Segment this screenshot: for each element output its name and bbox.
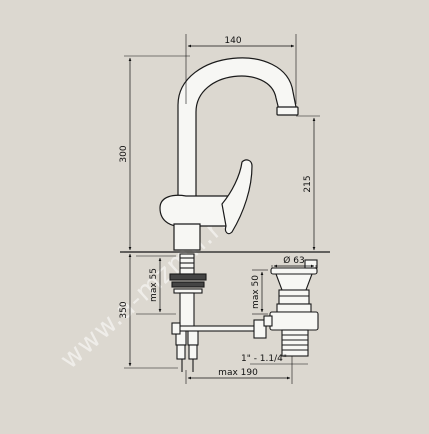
dimension-label-spout-reach: 140	[224, 36, 241, 46]
dimension-label-drain-diameter: Ø 63	[283, 255, 304, 266]
dimension-label-rod-max: max 190	[218, 368, 258, 378]
pop-up-rod	[171, 319, 267, 339]
watermark-text: www.a-mzmn.ru	[55, 203, 242, 375]
faucet-body	[159, 57, 299, 251]
dimension-label-shank-max: max 55	[149, 268, 159, 302]
dimension-label-spout-height: 215	[303, 175, 313, 192]
dimension-label-pop-up-max: max 50	[251, 275, 261, 309]
dimension-label-total-height: 300	[119, 145, 129, 162]
dimension-label-drain-thread: 1" - 1.1/4"	[241, 354, 287, 364]
mounting-shank	[169, 253, 207, 372]
dimension-label-deck-350: 350	[119, 301, 129, 318]
drain-assembly	[263, 259, 319, 357]
dimension-annotations: 140 300 215 350 max 55 max 50 Ø 63 1" - …	[119, 34, 320, 384]
